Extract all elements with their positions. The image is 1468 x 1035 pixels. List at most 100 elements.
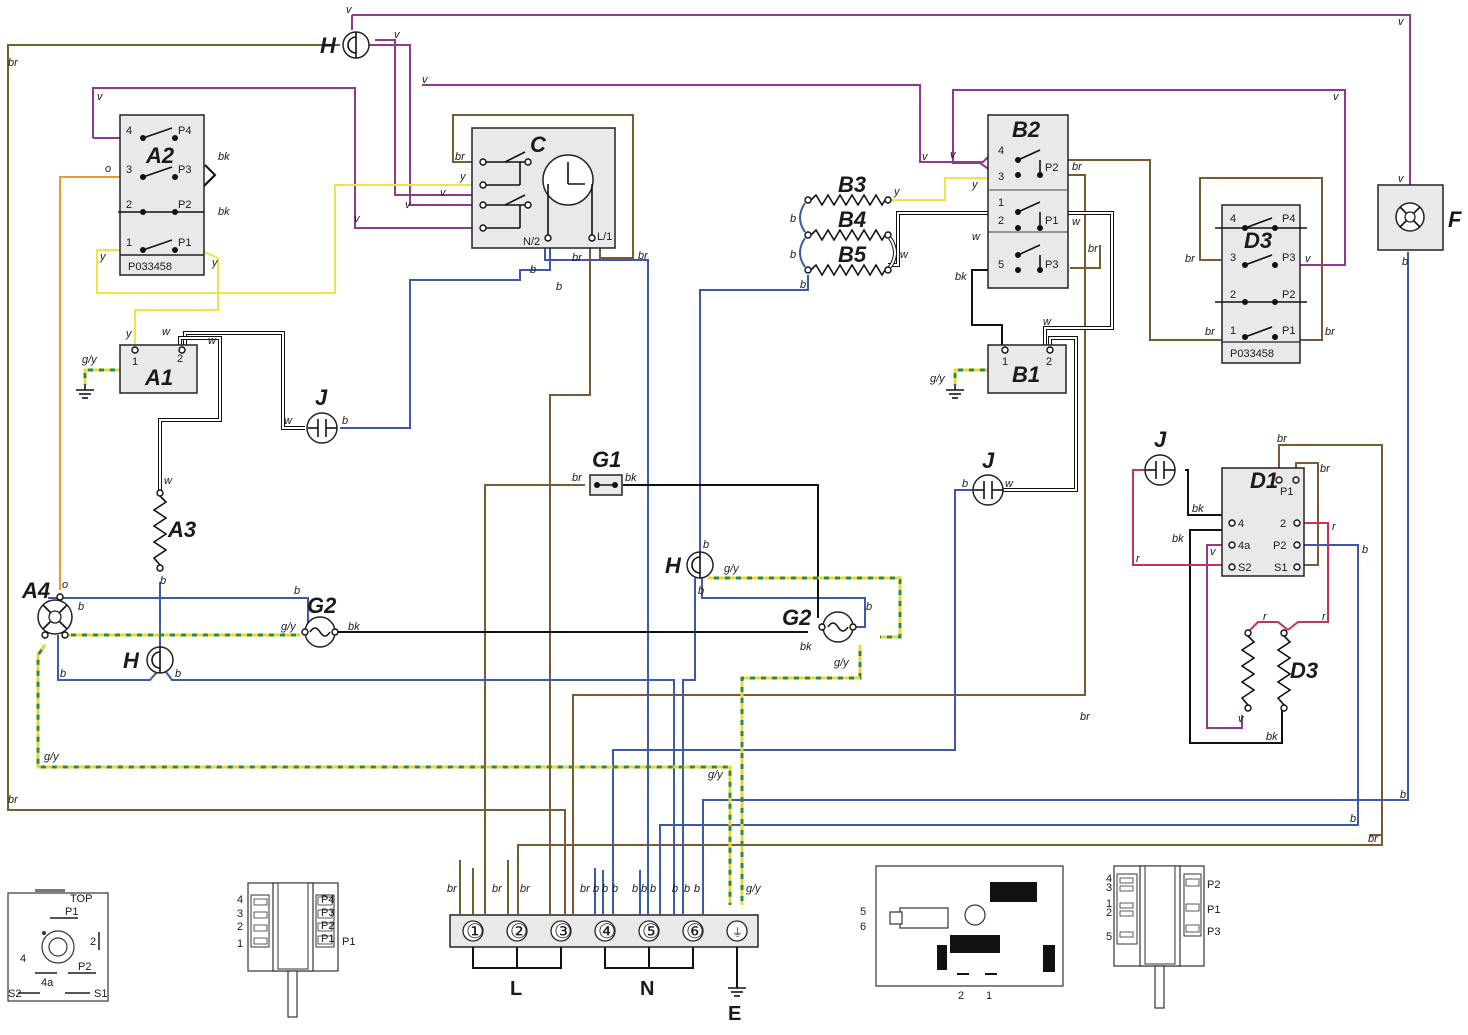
label-wire_codes-w: w bbox=[1043, 316, 1052, 328]
a2-pin-2: 2 bbox=[126, 199, 132, 211]
label-wire_codes-y: y bbox=[459, 171, 467, 183]
label-wire_codes-gy: g/y bbox=[281, 621, 297, 633]
label-inset_switch_b-rows-1: 3 bbox=[1106, 882, 1112, 894]
label-wire_codes-v: v bbox=[1305, 253, 1312, 265]
label-wire_codes-w: w bbox=[1005, 478, 1014, 490]
label-wire_codes-b: b bbox=[1400, 789, 1406, 801]
label-inset_switch_b-rows-4: 5 bbox=[1106, 931, 1112, 943]
label-wire_codes-r: r bbox=[1136, 553, 1141, 565]
label-wire_codes-b: b bbox=[175, 668, 181, 680]
label-wire_codes-gy: g/y bbox=[82, 354, 98, 366]
label-d3-switch: D3 bbox=[1244, 228, 1272, 253]
label-inset_switch_b-side-1: P1 bbox=[1207, 904, 1220, 916]
b1-pin-1: 1 bbox=[1002, 356, 1008, 368]
label-b2: B2 bbox=[1012, 117, 1041, 142]
label-wire_codes-bk: bk bbox=[955, 271, 967, 283]
label-wire_codes-b: b bbox=[593, 883, 599, 895]
label-inset_knob-p2: P2 bbox=[78, 961, 91, 973]
label-g1: G1 bbox=[592, 447, 621, 472]
switch-a2: 4 3 2 1 P4 P3 P2 P1 P033458 A2 bbox=[118, 114, 205, 276]
a2-pin-p3: P3 bbox=[178, 164, 191, 176]
label-inset_switch_a-side: P1 bbox=[342, 936, 355, 948]
label-wire_codes-b: b bbox=[1350, 813, 1356, 825]
label-wire_codes-br: br bbox=[572, 472, 583, 484]
group-neutral: N bbox=[640, 978, 654, 1000]
label-wire_codes-b: b bbox=[703, 539, 709, 551]
label-inset_switch_b-side-0: P2 bbox=[1207, 879, 1220, 891]
label-wire_codes-bk: bk bbox=[1172, 533, 1184, 545]
label-b4: B4 bbox=[838, 207, 866, 232]
label-inset_switch_a-rows-1: 3 bbox=[237, 908, 243, 920]
label-wire_codes-v: v bbox=[950, 149, 957, 161]
label-wire_codes-b: b bbox=[612, 883, 618, 895]
label-wire_codes-v: v bbox=[1210, 546, 1217, 558]
label-wire_codes-b: b bbox=[800, 279, 806, 291]
label-h-top: H bbox=[320, 33, 337, 58]
label-inset_switch_a-pads-1: P3 bbox=[321, 907, 334, 919]
label-b1: B1 bbox=[1012, 362, 1040, 387]
label-wire_codes-y: y bbox=[211, 257, 219, 269]
label-inset_switch_b-side-2: P3 bbox=[1207, 926, 1220, 938]
label-a3: A3 bbox=[167, 517, 196, 542]
label-inset_board-left-0: 5 bbox=[860, 906, 866, 918]
label-a2: A2 bbox=[145, 143, 175, 168]
label-wire_codes-w: w bbox=[1072, 216, 1081, 228]
a2-part-number: P033458 bbox=[128, 261, 172, 273]
label-inset_switch_a-pads-0: P4 bbox=[321, 894, 334, 906]
label-inset_board-bottom-0: 2 bbox=[958, 990, 964, 1002]
d1-pin-4: 4 bbox=[1238, 518, 1244, 530]
terminal-3: ③ bbox=[554, 921, 572, 943]
a2-pin-p2: P2 bbox=[178, 199, 191, 211]
label-wire_codes-y: y bbox=[893, 186, 901, 198]
a2-pin-p4: P4 bbox=[178, 125, 191, 137]
label-wire_codes-b: b bbox=[602, 883, 608, 895]
orange-wires bbox=[59, 176, 138, 590]
label-wire_codes-b: b bbox=[790, 213, 796, 225]
lamps: G2 G2 H H H J J J bbox=[21, 31, 1176, 674]
d3-pin-p2: P2 bbox=[1282, 289, 1295, 301]
label-inset_board-left-1: 6 bbox=[860, 921, 866, 933]
label-wire_codes-v: v bbox=[422, 74, 429, 86]
label-wire_codes-gy: g/y bbox=[746, 883, 762, 895]
d3-pin-3: 3 bbox=[1230, 252, 1236, 264]
label-j-right: J bbox=[982, 448, 995, 473]
label-wire_codes-b: b bbox=[684, 883, 690, 895]
inset-switch-a: 4 3 2 1 P4 P3 P2 P1 P1 bbox=[237, 882, 355, 1018]
d3-pin-4: 4 bbox=[1230, 213, 1236, 225]
label-inset_knob-s1: S1 bbox=[94, 988, 107, 1000]
d3-pin-p4: P4 bbox=[1282, 213, 1295, 225]
label-wire_codes-gy: g/y bbox=[708, 769, 724, 781]
label-wire_codes-b: b bbox=[60, 668, 66, 680]
label-wire_codes-w: w bbox=[972, 231, 981, 243]
a2-pin-p1: P1 bbox=[178, 237, 191, 249]
label-wire_codes-b: b bbox=[78, 601, 84, 613]
timer-c: N/2 L/1 C bbox=[471, 127, 616, 249]
label-d1: D1 bbox=[1250, 468, 1278, 493]
label-wire_codes-y: y bbox=[99, 251, 107, 263]
terminal-earth: ⏚ bbox=[732, 926, 743, 939]
label-a4: A4 bbox=[21, 578, 50, 603]
label-wire_codes-br: br bbox=[1080, 711, 1091, 723]
label-wire_codes-b: b bbox=[556, 281, 562, 293]
label-wire_codes-b: b bbox=[962, 478, 968, 490]
b2-pin-1: 1 bbox=[998, 197, 1004, 209]
label-b3: B3 bbox=[838, 172, 866, 197]
label-wire_codes-br: br bbox=[1277, 433, 1288, 445]
a1-pin-2: 2 bbox=[177, 353, 183, 365]
d3-part-number: P033458 bbox=[1230, 348, 1274, 360]
label-wire_codes-b: b bbox=[160, 575, 166, 587]
label-wire_codes-v: v bbox=[394, 29, 401, 41]
label-wire_codes-v: v bbox=[405, 199, 412, 211]
label-wire_codes-br: br bbox=[8, 57, 19, 69]
label-wire_codes-br: br bbox=[572, 252, 583, 264]
label-inset_knob-n4a: 4a bbox=[41, 977, 54, 989]
black-wires bbox=[189, 164, 1283, 744]
group-live: L bbox=[510, 978, 522, 1000]
label-wire_codes-v: v bbox=[922, 151, 929, 163]
label-wire_codes-bk: bk bbox=[218, 151, 230, 163]
label-wire_codes-v: v bbox=[97, 91, 104, 103]
label-inset_knob-n4: 4 bbox=[20, 953, 26, 965]
label-wire_codes-o: o bbox=[62, 579, 68, 591]
label-wire_codes-w: w bbox=[284, 415, 293, 427]
